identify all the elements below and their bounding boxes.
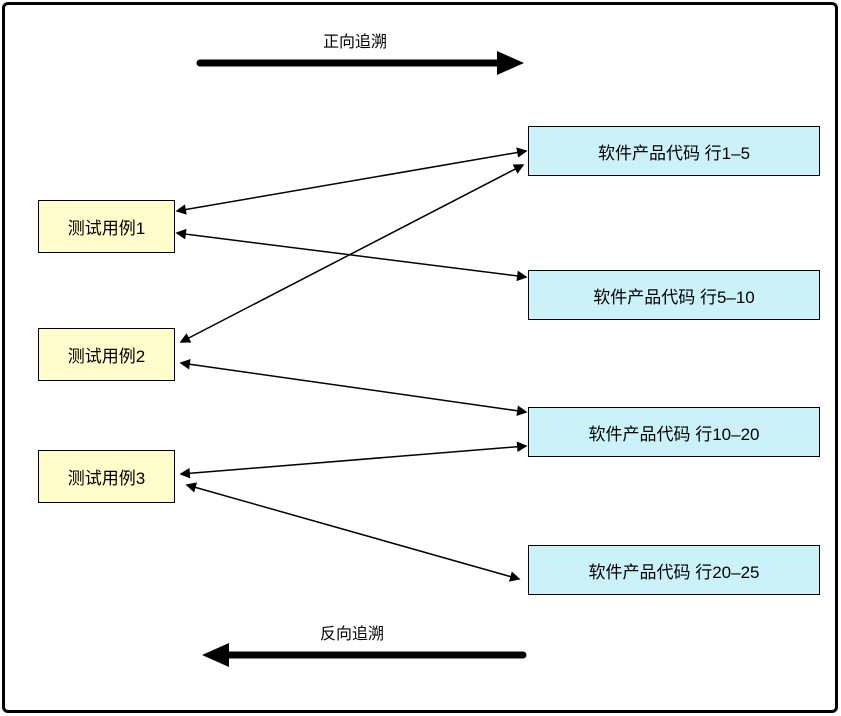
- backward-trace-arrow: [202, 643, 527, 667]
- trace-connectors: [175, 147, 528, 582]
- backward-trace-label: 反向追溯: [319, 626, 384, 643]
- trace-connector-tc1-code1: [175, 147, 528, 215]
- code-block-lines-10-20-node: 软件产品代码 行10–20: [528, 407, 820, 457]
- trace-connector-tc3-code4: [185, 482, 521, 582]
- code-block-lines-1-5-node: 软件产品代码 行1–5: [528, 126, 820, 176]
- forward-trace-label: 正向追溯: [322, 34, 387, 51]
- code-block-lines-20-25-node: 软件产品代码 行20–25: [528, 545, 820, 595]
- code-block-lines-5-10-node: 软件产品代码 行5–10: [528, 270, 820, 320]
- test-case-3-node: 测试用例3: [38, 450, 175, 503]
- test-case-1-node: 测试用例1: [38, 200, 175, 253]
- test-case-2-node: 测试用例2: [38, 328, 175, 381]
- trace-connector-tc2-code1: [179, 164, 525, 343]
- trace-connector-tc1-code2: [175, 228, 528, 282]
- forward-trace-arrow: [196, 51, 524, 75]
- trace-connector-tc2-code3: [179, 359, 528, 416]
- trace-connector-tc3-code3: [179, 441, 528, 479]
